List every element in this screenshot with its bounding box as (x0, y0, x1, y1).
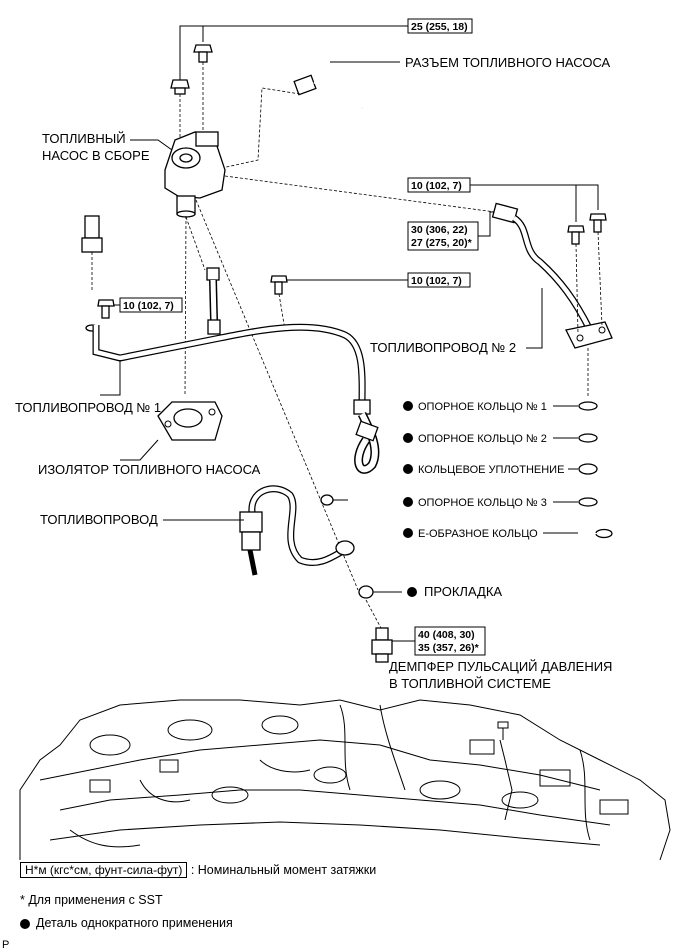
torque-union-2: 27 (275, 20)* (411, 237, 473, 249)
ring-label: КОЛЬЦЕВОЕ УПЛОТНЕНИЕ (418, 464, 564, 476)
torque-box-damper (414, 626, 486, 656)
label-fuel-line-1: ТОПЛИВОПРОВОД № 1 (15, 400, 161, 415)
bolt-icon (567, 225, 585, 245)
ring-list: ОПОРНОЕ КОЛЬЦО № 1 ОПОРНОЕ КОЛЬЦО № 2 КО… (403, 401, 613, 540)
fuel-line-1 (92, 323, 380, 474)
legend-nonreusable: Деталь однократного применения (20, 916, 233, 930)
label-fuel-line: ТОПЛИВОПРОВОД (40, 512, 158, 527)
torque-damper-1: 40 (408, 30) (418, 629, 475, 641)
label-pump-insulator: ИЗОЛЯТОР ТОПЛИВНОГО НАСОСА (38, 462, 261, 477)
torque-right-bolts: 10 (102, 7) (411, 180, 462, 192)
pressure-damper (371, 627, 393, 663)
torque-mid-bolt: 10 (102, 7) (411, 275, 462, 287)
legend-sst-note: * Для применения с SST (20, 893, 163, 907)
ring-label: Е-ОБРАЗНОЕ КОЛЬЦО (418, 528, 538, 540)
torque-union-1: 30 (306, 22) (411, 224, 468, 236)
fuel-line-lower (239, 485, 355, 576)
pump-insulator (157, 401, 223, 441)
label-pump-assembly-1: ТОПЛИВНЫЙ (42, 131, 126, 146)
fuel-pump-assembly (164, 131, 226, 218)
legend-unit-box: Н*м (кгс*см, фунт-сила-фут) (20, 862, 188, 878)
bolt-icon (193, 44, 213, 63)
fuel-line-2 (491, 202, 613, 349)
ring-label: ОПОРНОЕ КОЛЬЦО № 1 (418, 401, 547, 413)
legend-torque: Н*м (кгс*см, фунт-сила-фут) : Номинальны… (20, 862, 376, 878)
legend-unit-desc: : Номинальный момент затяжки (190, 863, 377, 877)
nonreusable-dot-gasket (407, 587, 417, 597)
pump-plunger-rod (206, 267, 221, 335)
fuel-rail-stub (81, 215, 103, 253)
ring-icon (578, 433, 598, 443)
nut-icon (170, 79, 190, 95)
ring-icon (578, 401, 598, 411)
nonreusable-dot (20, 918, 30, 929)
pump-connector (293, 74, 363, 110)
e-ring-icon (595, 528, 613, 539)
label-damper-2: В ТОПЛИВНОЙ СИСТЕМЕ (389, 676, 551, 691)
label-pump-assembly-2: НАСОС В СБОРЕ (42, 148, 150, 163)
bolt-icon (589, 213, 607, 233)
o-ring-icon (578, 463, 598, 475)
engine-illustration (19, 699, 671, 861)
torque-top: 25 (255, 18) (411, 21, 468, 33)
torque-box-union (407, 221, 479, 251)
ring-label: ОПОРНОЕ КОЛЬЦО № 3 (418, 497, 547, 509)
bolt-icon (97, 299, 115, 319)
label-damper-1: ДЕМПФЕР ПУЛЬСАЦИЙ ДАВЛЕНИЯ (389, 659, 612, 674)
ring-label: ОПОРНОЕ КОЛЬЦО № 2 (418, 433, 547, 445)
label-pump-connector: РАЗЪЕМ ТОПЛИВНОГО НАСОСА (405, 55, 611, 70)
ring-icon (320, 494, 334, 506)
bolt-icon (270, 275, 288, 295)
label-gasket: ПРОКЛАДКА (424, 584, 502, 599)
ring-icon (578, 497, 598, 507)
torque-damper-2: 35 (357, 26)* (418, 642, 480, 654)
label-fuel-line-2: ТОПЛИВОПРОВОД № 2 (370, 340, 516, 355)
gasket-icon (358, 585, 374, 599)
corner-mark: P (2, 939, 9, 951)
legend-nonreusable-text: Деталь однократного применения (36, 916, 233, 930)
torque-left-bolt: 10 (102, 7) (123, 300, 174, 312)
